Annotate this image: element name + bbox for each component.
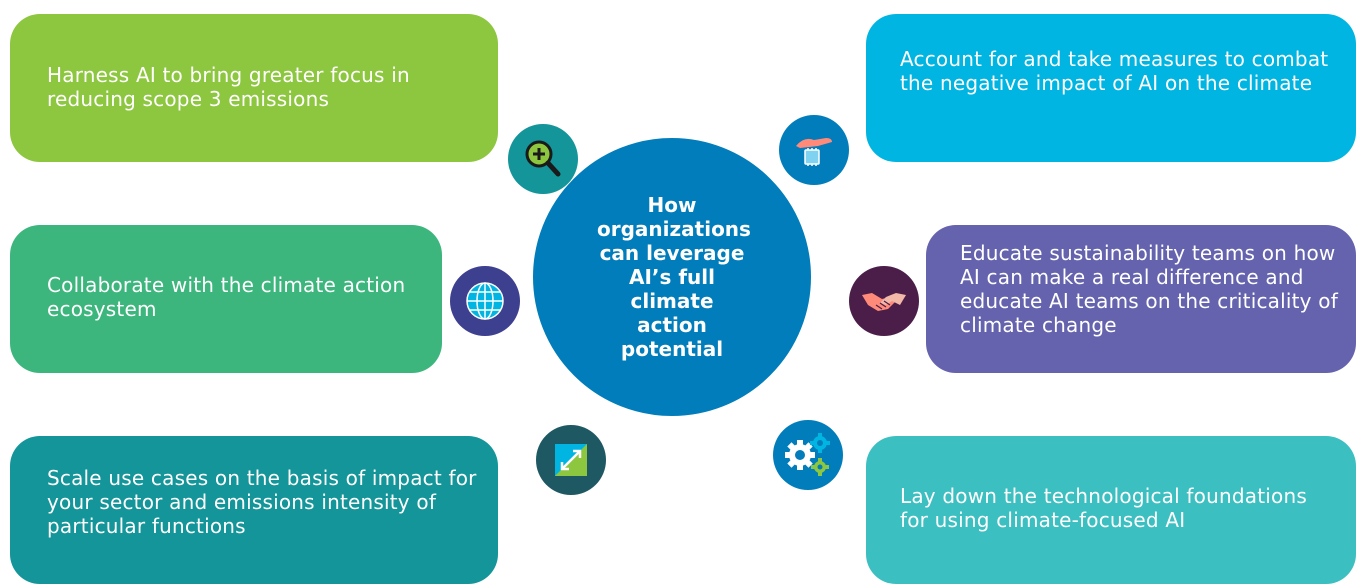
magnifier-plus-icon [508, 124, 578, 194]
box-negative-impact-text: Account for and take measures to combat … [900, 47, 1329, 95]
box-educate-teams: Educate sustainability teams on how AI c… [926, 225, 1356, 373]
box-collaborate-ecosystem: Collaborate with the climate action ecos… [10, 225, 442, 373]
center-title: How organizations can leverage AI’s full… [597, 193, 751, 361]
box-scale-use-cases: Scale use cases on the basis of impact f… [10, 436, 498, 584]
center-hub: How organizations can leverage AI’s full… [529, 134, 815, 420]
box-scale-use-cases-text: Scale use cases on the basis of impact f… [47, 466, 477, 538]
box-harness-ai-scope3: Harness AI to bring greater focus in red… [10, 14, 498, 162]
box-collaborate-ecosystem-text: Collaborate with the climate action ecos… [47, 273, 406, 321]
globe-icon [450, 266, 520, 336]
box-tech-foundations: Lay down the technological foundations f… [866, 436, 1356, 584]
box-harness-ai-scope3-text: Harness AI to bring greater focus in red… [47, 63, 410, 111]
box-tech-foundations-text: Lay down the technological foundations f… [900, 484, 1307, 532]
expand-arrow-icon [536, 425, 606, 495]
gears-icon [773, 420, 843, 490]
handshake-icon [849, 266, 919, 336]
hand-chip-icon [779, 115, 849, 185]
box-negative-impact: Account for and take measures to combat … [866, 14, 1356, 162]
box-educate-teams-text: Educate sustainability teams on how AI c… [960, 241, 1338, 337]
